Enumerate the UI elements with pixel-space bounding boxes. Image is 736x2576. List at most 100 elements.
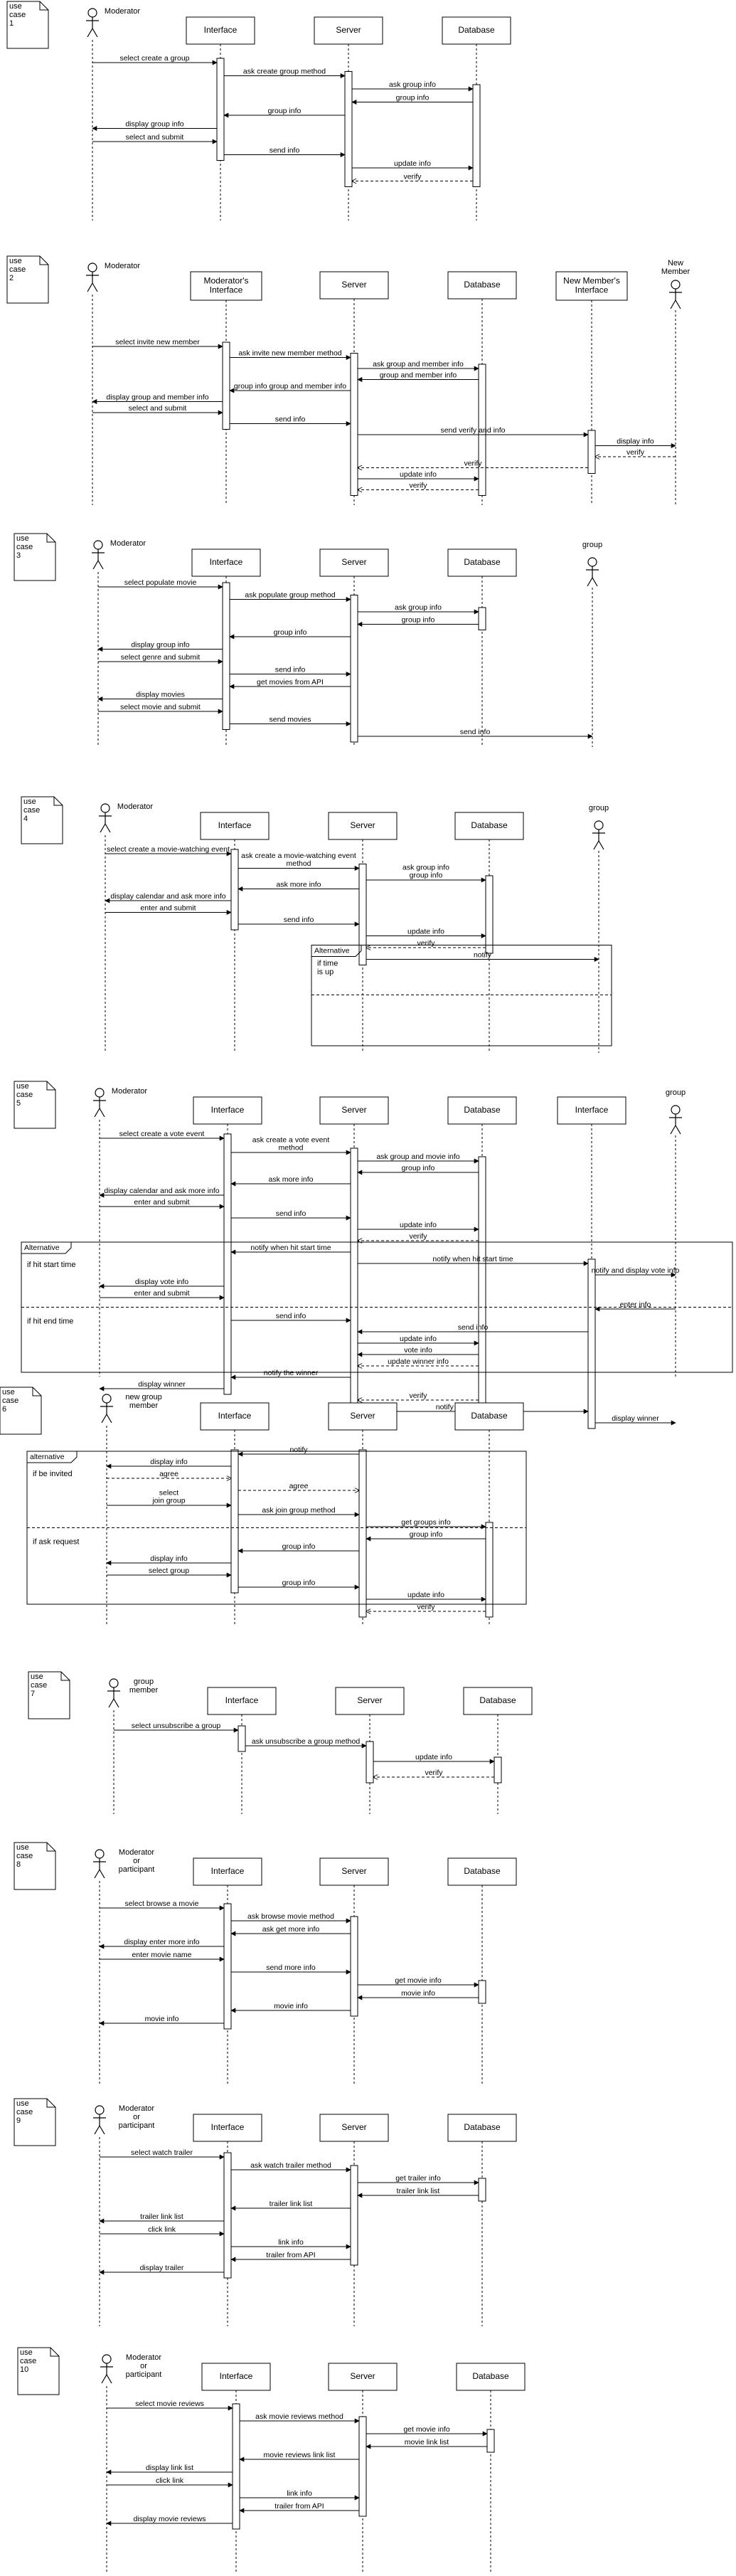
message: verify	[366, 939, 486, 948]
message: link info	[231, 2238, 351, 2249]
message-label: display winner	[612, 1414, 659, 1423]
participant-label: Interface	[211, 1866, 245, 1876]
actor-head	[95, 2105, 105, 2115]
message-label: update info	[407, 1591, 444, 1599]
message-label: display winner	[138, 1380, 186, 1389]
actor-label: Moderator	[105, 262, 140, 270]
message: send info	[231, 1312, 351, 1323]
message-label: verify	[417, 1603, 435, 1611]
message-label: display calendar and ask more info	[110, 892, 225, 901]
activation-bar	[478, 2178, 486, 2202]
activation-bar	[238, 1725, 246, 1752]
actor-label: Moderator	[112, 1087, 147, 1096]
activation-bar	[478, 1156, 486, 1406]
message: notify	[238, 1446, 359, 1457]
message: group info	[351, 93, 473, 105]
activation-bar	[486, 2429, 495, 2453]
actor-icon	[592, 820, 605, 850]
frame-border	[311, 945, 612, 1046]
message-label: select watch trailer	[131, 2148, 193, 2157]
message: display info	[595, 437, 676, 448]
message-label: update info	[400, 1221, 437, 1229]
participant-box	[447, 2114, 517, 2142]
message: notify and display vote info	[592, 1266, 680, 1278]
message: update winner info	[358, 1357, 479, 1366]
message: group info	[223, 107, 345, 118]
actor-icon	[86, 8, 99, 38]
message: enter and submit	[100, 1289, 225, 1300]
activation-bar	[472, 84, 481, 187]
message-label: display link list	[146, 2464, 193, 2472]
message-label: group and member info	[380, 371, 457, 379]
message-label: send info	[270, 146, 300, 154]
frame-title: Alternative	[314, 947, 350, 955]
message: select watch trailer	[100, 2148, 225, 2160]
message-label: ask watch trailer method	[250, 2161, 331, 2170]
message-label: select create a group	[119, 54, 189, 63]
message: agree	[107, 1470, 231, 1478]
participant-box	[193, 1096, 262, 1125]
message-label: select create a vote event	[119, 1130, 205, 1138]
message-label: display movie reviews	[133, 2515, 206, 2523]
message: send info	[231, 1209, 351, 1221]
message-label: update info	[400, 1335, 437, 1343]
participant-box	[328, 812, 398, 840]
message-label: group info	[402, 1164, 435, 1172]
message-label: link info	[278, 2238, 304, 2247]
message-label: group info	[274, 628, 307, 637]
message-label: group info	[282, 1542, 316, 1551]
message: movie info	[99, 2015, 224, 2026]
message: group info	[357, 615, 479, 627]
message: movie reviews link list	[239, 2451, 359, 2462]
participant-box	[193, 1857, 262, 1886]
actor-head	[671, 280, 681, 290]
frame-title: alternative	[30, 1453, 65, 1461]
message-label: get movie info	[403, 2425, 450, 2434]
message-label: notify and display vote info	[592, 1266, 680, 1275]
message: ask group and movie info	[358, 1152, 479, 1164]
message-label: send info	[275, 665, 306, 674]
participant-label: Interface	[225, 1695, 259, 1705]
message: get groups info	[366, 1518, 486, 1530]
message-label: send verify and info	[440, 426, 505, 435]
message-label: ask group info	[395, 603, 442, 612]
message: select and submit	[92, 133, 218, 144]
message-label: select unsubscribe a group	[132, 1722, 221, 1730]
use-case-note	[14, 2098, 56, 2146]
use-case-note	[17, 2347, 60, 2395]
message: select movie reviews	[107, 2400, 233, 2411]
actor-icon	[86, 263, 99, 292]
message-label: group info group and member info	[234, 382, 346, 391]
message-label: trailer link list	[140, 2212, 183, 2221]
activation-bar	[350, 353, 358, 496]
participant-label: Server	[350, 820, 375, 830]
actor-head	[102, 2354, 112, 2364]
message: group info	[229, 628, 351, 640]
message: update info	[373, 1753, 495, 1764]
message-label: verify	[626, 448, 645, 457]
message-label: display group info	[131, 640, 189, 649]
participant-label: Server	[341, 2122, 366, 2132]
message: enter movie name	[100, 1951, 225, 1962]
actor-icon	[92, 540, 105, 570]
message-label: ask create group method	[243, 67, 326, 75]
actor-icon	[669, 1105, 682, 1135]
participant-label: Database	[479, 1695, 516, 1705]
message: agree	[238, 1482, 359, 1490]
message-label: notify	[289, 1446, 308, 1454]
participant-label: Server	[341, 1105, 366, 1115]
message-label: send more info	[266, 1963, 316, 1972]
activation-bar	[587, 430, 596, 474]
use-case-note	[0, 1387, 42, 1435]
message: verify	[595, 448, 676, 457]
message: group info	[238, 1579, 360, 1590]
message-label: update info	[400, 470, 437, 479]
extra-actor-label: group	[589, 804, 609, 812]
message: display enter more info	[99, 1938, 224, 1949]
activation-bar	[358, 864, 367, 965]
message-label: get movies from API	[257, 678, 324, 687]
